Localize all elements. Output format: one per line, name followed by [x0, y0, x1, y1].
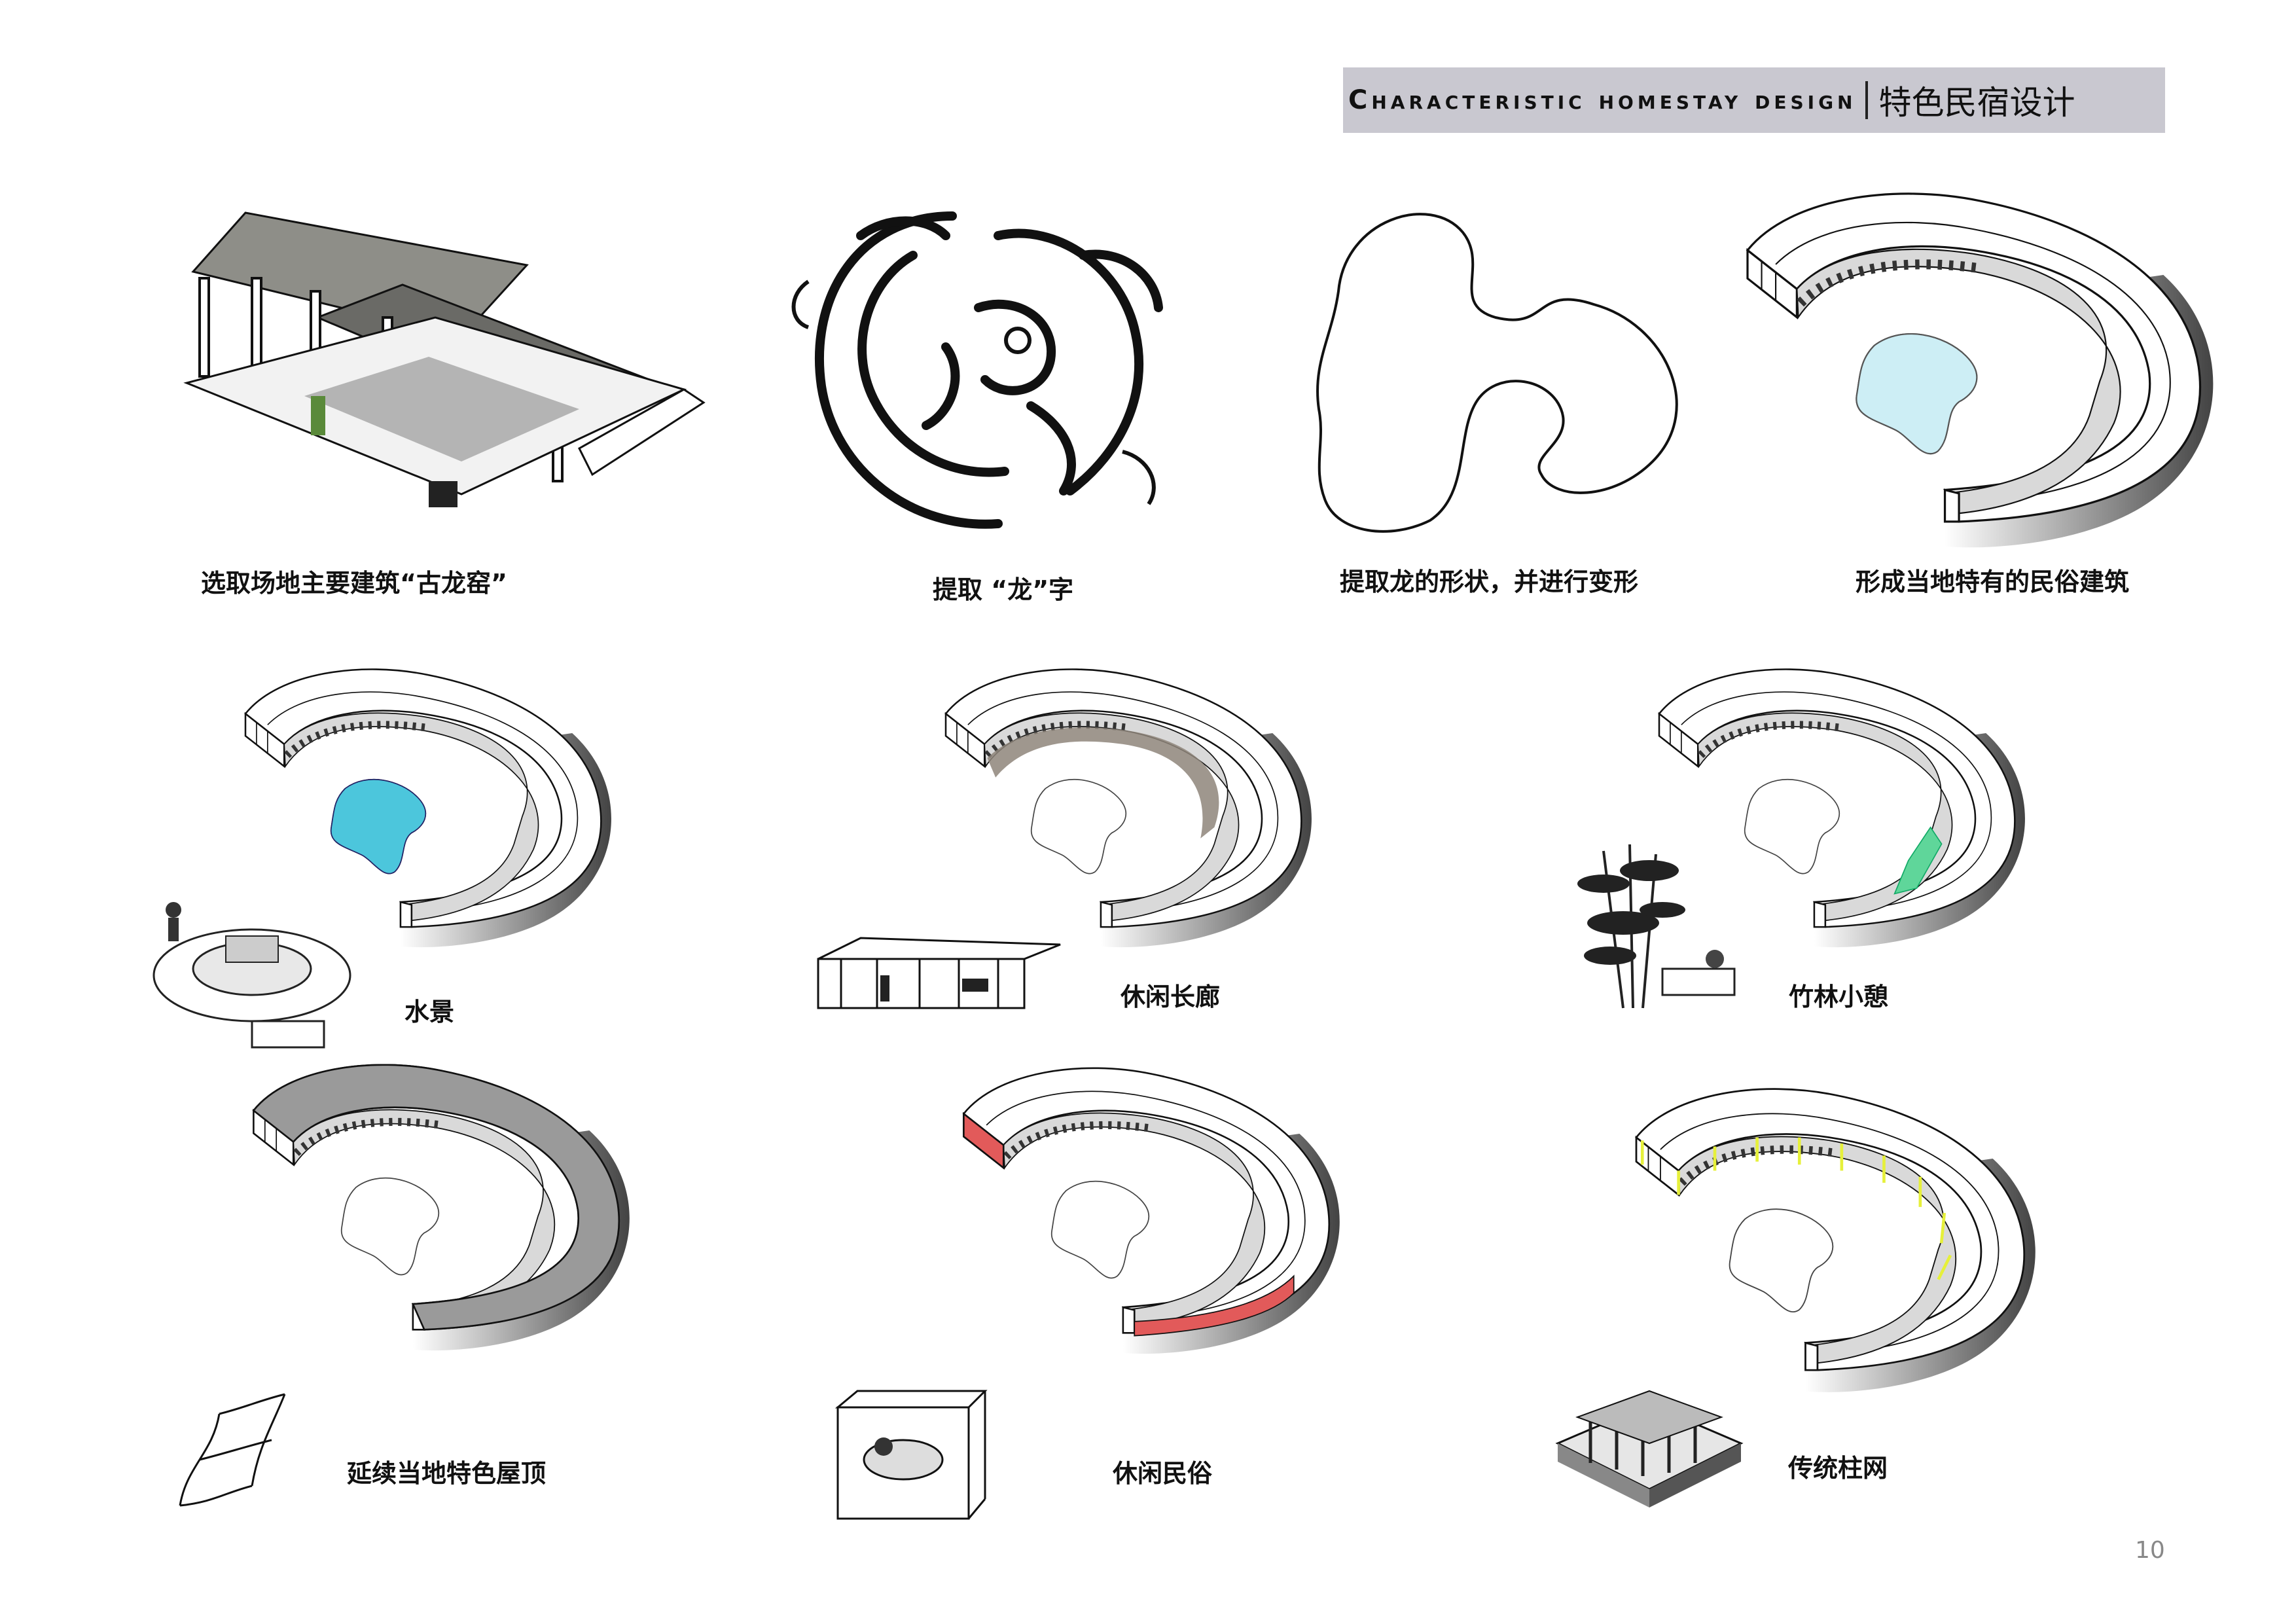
water-feature-building	[223, 661, 628, 949]
corridor-building	[926, 661, 1325, 949]
caption-water: 水景	[404, 998, 455, 1026]
bamboo-rest-building	[1636, 661, 2042, 949]
column-grid-model-icon	[1555, 1390, 1744, 1507]
caption-step4: 形成当地特有的民俗建筑	[1856, 568, 2130, 596]
dragon-character-icon	[791, 211, 1163, 529]
header-title-en: Characteristic homestay design	[1348, 85, 1857, 115]
bamboo-bench-icon	[1577, 844, 1736, 1009]
column-grid-building	[1623, 1080, 2042, 1394]
header-divider	[1865, 81, 1869, 119]
roof-building	[242, 1021, 635, 1388]
caption-step1: 选取场地主要建筑“古龙窑”	[201, 569, 507, 598]
header-banner: Characteristic homestay design 特色民宿设计	[1343, 67, 2165, 133]
page-number: 10	[2135, 1537, 2165, 1564]
folk-building	[952, 1024, 1345, 1391]
kiln-building-drawing	[183, 211, 706, 507]
fountain-sketch-icon	[152, 902, 351, 1049]
bed-room-icon	[834, 1390, 988, 1520]
caption-columns: 传统柱网	[1788, 1454, 1888, 1483]
caption-folk: 休闲民俗	[1113, 1459, 1213, 1488]
dragon-shape-outline	[1316, 213, 1678, 533]
caption-corridor: 休闲长廊	[1121, 983, 1221, 1011]
caption-roof: 延续当地特色屋顶	[347, 1459, 547, 1488]
homestay-building-pool	[1721, 183, 2232, 550]
header-title-cn: 特色民宿设计	[1878, 84, 2075, 122]
caption-step2: 提取 “龙”字	[933, 575, 1074, 604]
caption-step3: 提取龙的形状，并进行变形	[1340, 568, 1639, 596]
corridor-pavilion-icon	[817, 937, 1061, 1009]
roof-tile-icon	[179, 1393, 286, 1507]
caption-bamboo: 竹林小憩	[1789, 983, 1889, 1011]
